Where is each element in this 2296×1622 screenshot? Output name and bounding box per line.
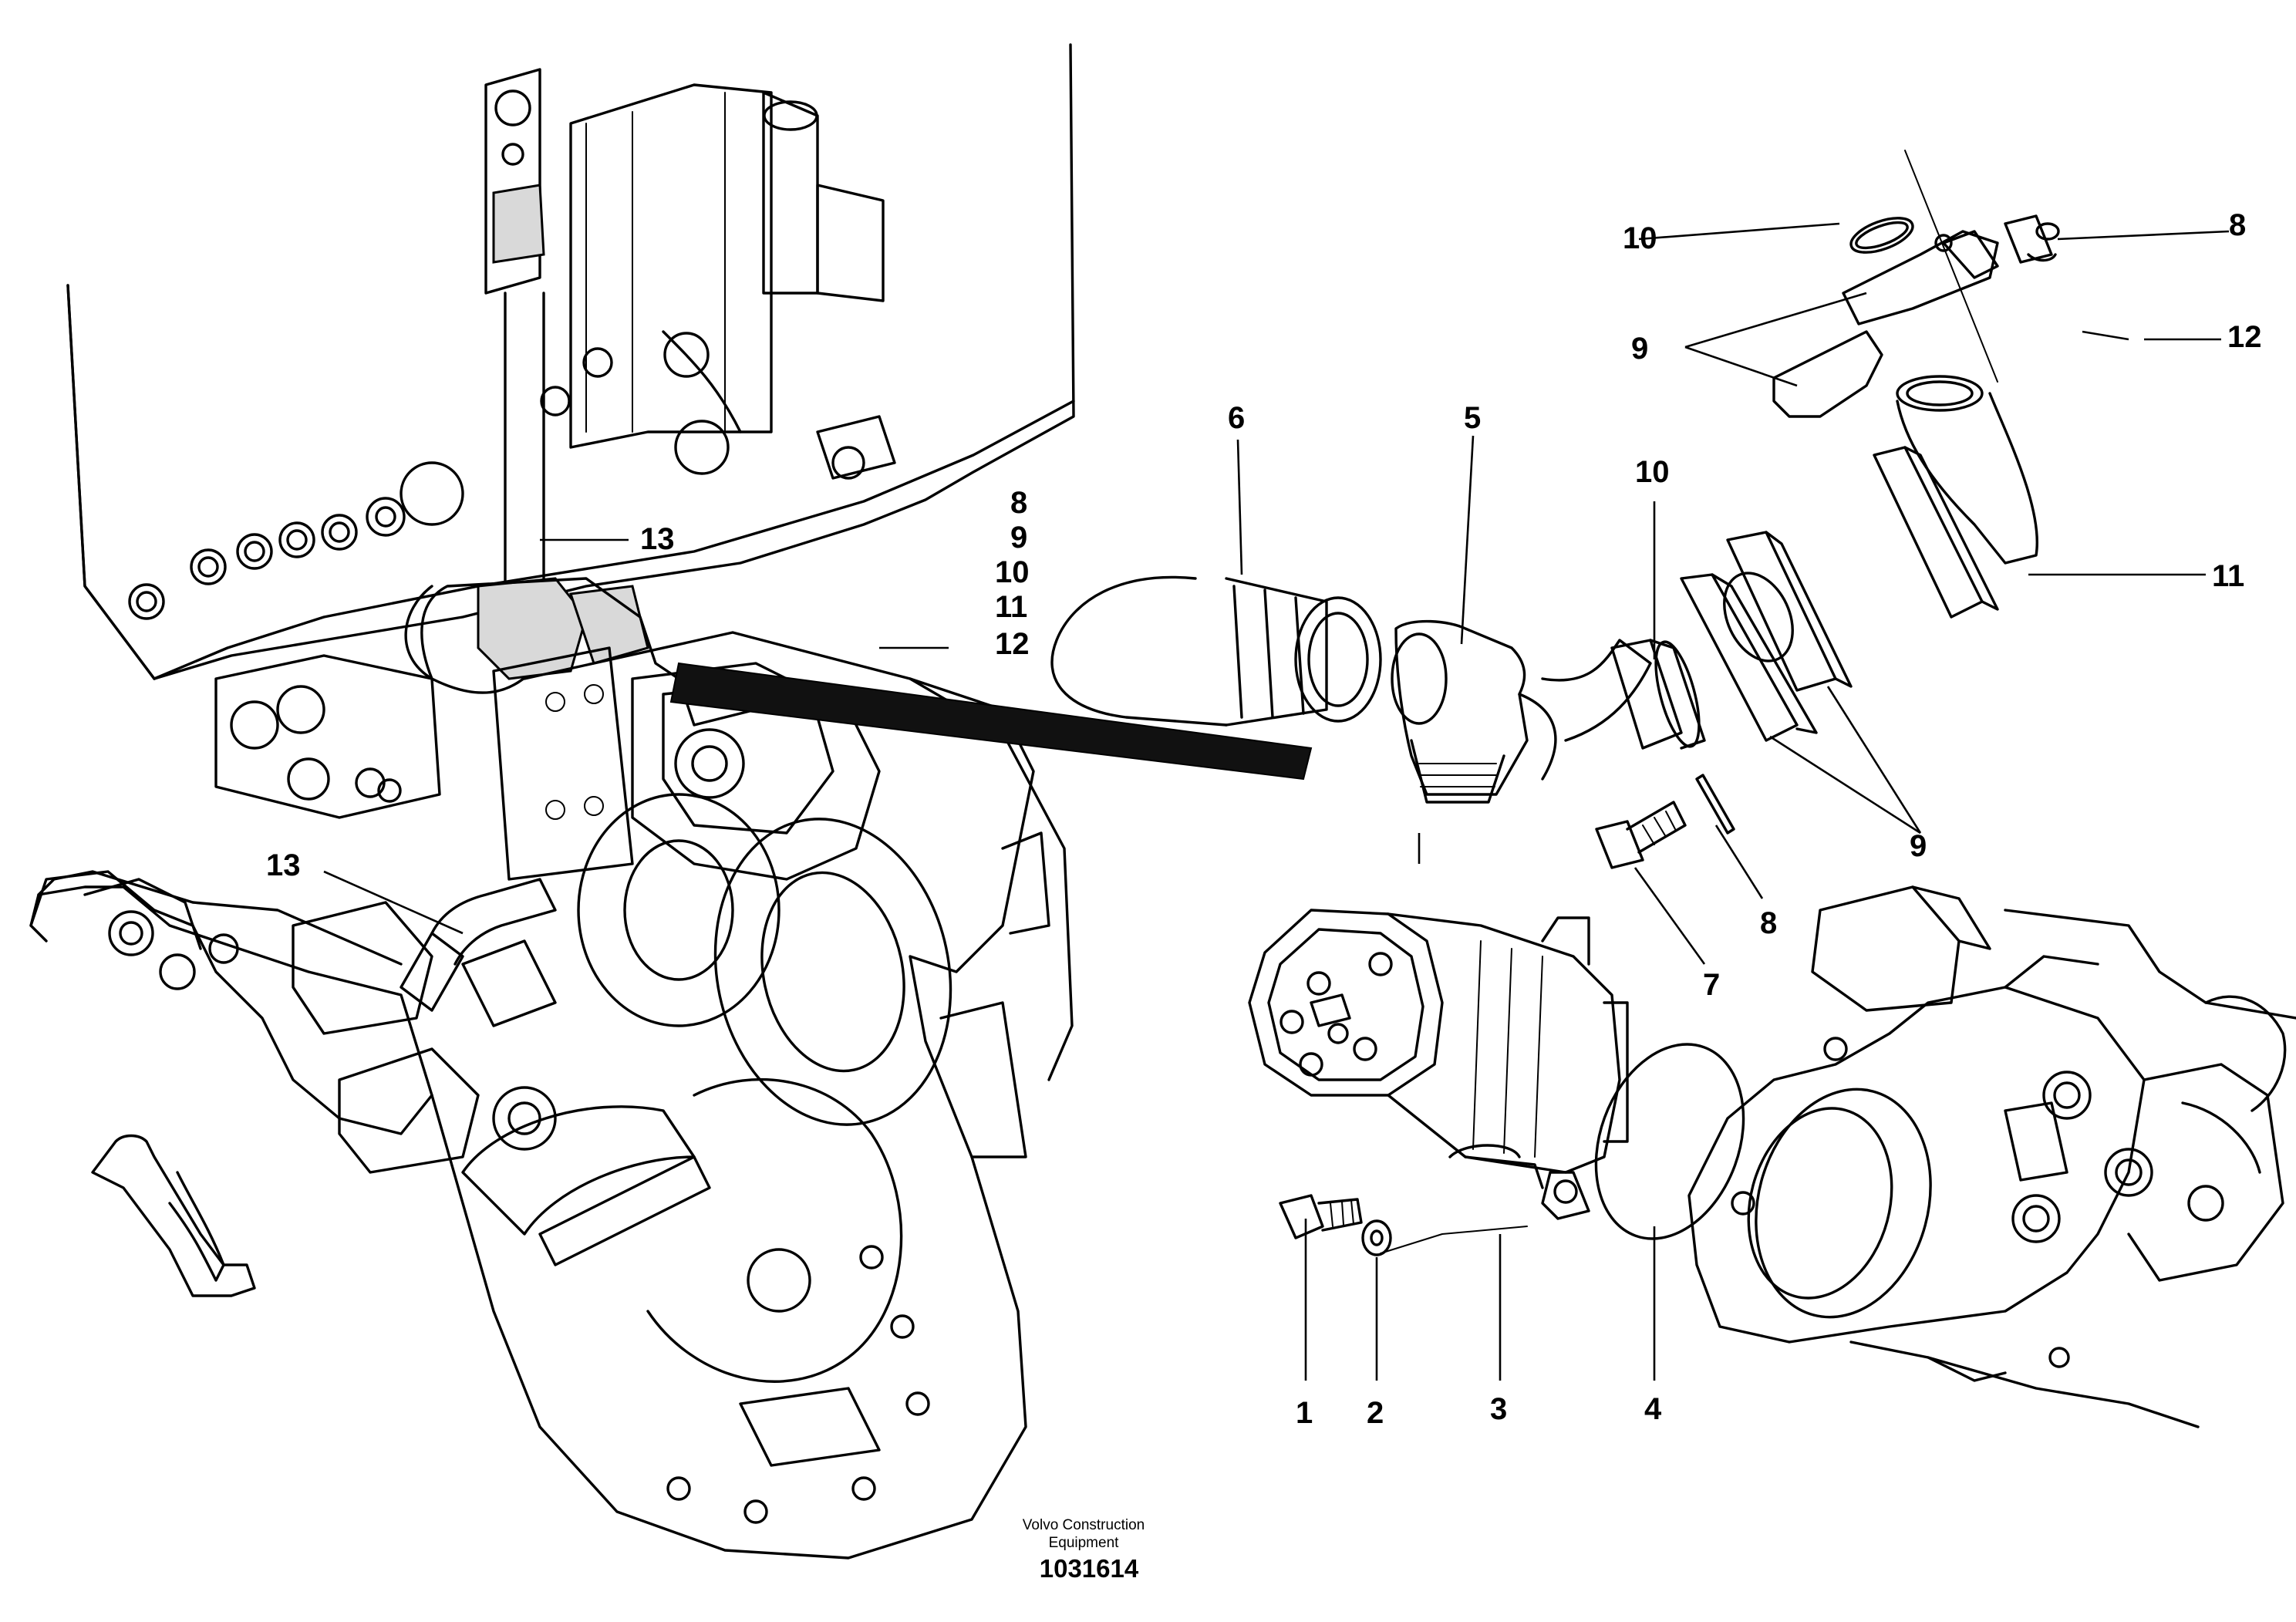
callout-10-top-right: 10 [1623,221,1657,255]
callout-1: 1 [1296,1396,1313,1430]
callout-9-center: 9 [1910,829,1927,863]
callout-9-top-right: 9 [1631,332,1648,366]
callout-2: 2 [1367,1396,1384,1430]
callout-7: 7 [1703,968,1720,1002]
caption-line-2: Equipment [1049,1535,1120,1551]
callout-labels: 1 2 3 4 5 6 7 8 8 8 9 9 9 10 10 10 11 11… [266,208,2262,1430]
callout-12-top-right: 12 [2227,320,2262,354]
port-plug-row [128,347,613,620]
callout-8-center: 8 [1760,906,1777,940]
callout-13-top: 13 [640,522,675,556]
callout-11-top-right: 11 [2212,559,2244,593]
center-axis-line [1904,150,1998,383]
flange-seal-assembly-center [1610,531,1853,750]
callout-8-left: 8 [1010,486,1027,520]
connecting-hose-black [669,662,1313,781]
washer-2 [1361,1219,1392,1256]
drawing-caption: Volvo Construction Equipment 1031614 [1023,1517,1145,1583]
o-ring-4 [1594,1043,1745,1240]
figure-number: 1031614 [1040,1554,1139,1583]
callout-13-left: 13 [266,848,301,882]
leader-lines [323,222,2230,1381]
callout-4: 4 [1644,1392,1662,1426]
gear-pump-3 [1248,909,1629,1220]
callout-6: 6 [1228,401,1245,435]
pump-mounting-housing [1687,885,2296,1428]
flange-elbow-assembly-11 [1772,214,2060,619]
callout-5: 5 [1464,401,1481,435]
engine-pump-housing [29,631,1074,1560]
bolt-7 [1595,801,1687,869]
elbow-adapter-5 [1391,619,1652,804]
hose-fitting-6 [1050,575,1382,727]
callout-10-left: 10 [995,555,1030,589]
hydraulic-tank-assembly [66,43,1075,819]
callout-8-top-right: 8 [2229,208,2246,242]
assembly-guide-line [1380,1226,1528,1254]
callout-10-center: 10 [1635,455,1670,489]
callout-3: 3 [1490,1392,1507,1426]
bolt-1 [1279,1194,1363,1239]
caption-line-1: Volvo Construction [1023,1517,1145,1533]
callout-11-left: 11 [995,590,1027,624]
o-ring-8-center [1695,774,1735,835]
callout-12-left: 12 [995,627,1030,661]
callout-9-left: 9 [1010,521,1027,555]
